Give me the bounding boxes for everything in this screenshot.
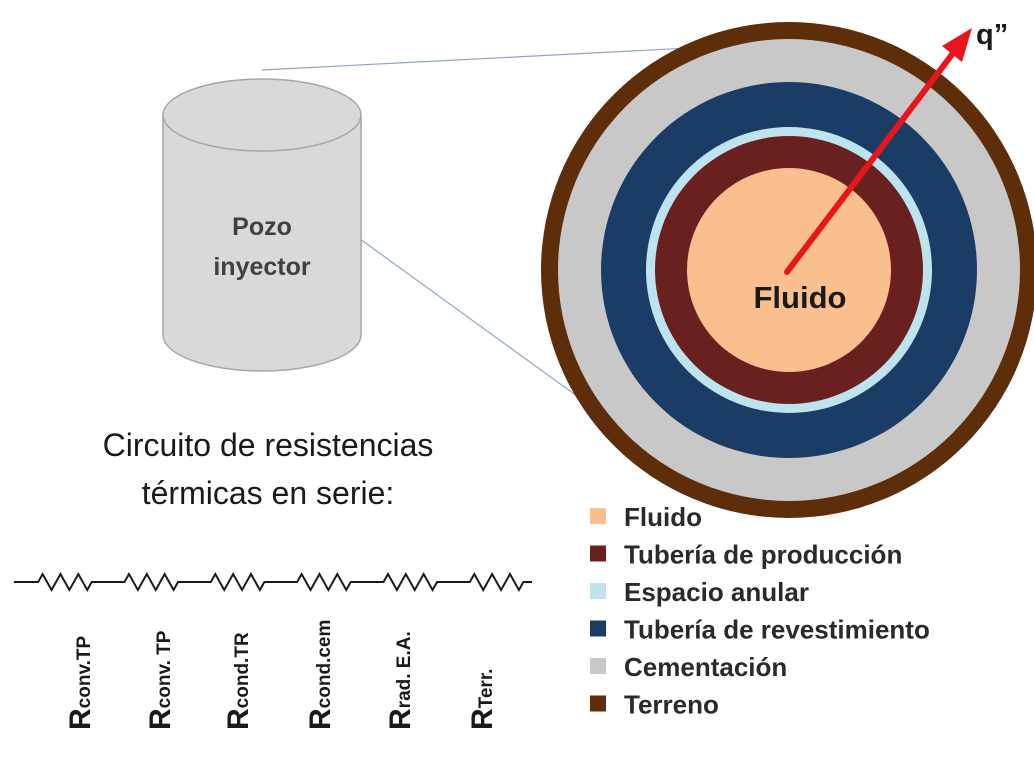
heat-flux-arrow: q” bbox=[784, 19, 1008, 275]
flux-label: q” bbox=[976, 19, 1008, 51]
circuit-title-line1: Circuito de resistencias bbox=[103, 427, 434, 463]
legend-swatch-5 bbox=[590, 658, 606, 674]
arrow-shaft bbox=[784, 41, 963, 275]
resistor-label-4: Rcond.cem bbox=[304, 620, 337, 730]
resistor-labels: Rconv.TP Rconv. TP Rcond.TR Rcond.cem Rrad. … bbox=[64, 620, 499, 730]
well-label-line2: inyector bbox=[213, 253, 311, 281]
legend-swatch-3 bbox=[590, 583, 606, 599]
legend-label-2: Tubería de producción bbox=[624, 540, 902, 570]
legend-label-5: Cementación bbox=[624, 652, 787, 682]
resistor-label-2: Rconv. TP bbox=[144, 630, 177, 730]
legend-label-4: Tubería de revestimiento bbox=[624, 615, 930, 645]
connector-line-top bbox=[261, 44, 749, 71]
legend-swatch-6 bbox=[590, 695, 606, 712]
legend-swatch-1 bbox=[590, 508, 606, 524]
cylinder-body bbox=[162, 114, 362, 372]
arrow-head bbox=[942, 28, 972, 62]
injection-well-cylinder: Pozo inyector bbox=[162, 78, 362, 372]
legend-label-1: Fluido bbox=[624, 502, 702, 532]
legend-swatch-2 bbox=[590, 545, 606, 562]
well-label-line1: Pozo bbox=[232, 213, 292, 241]
resistor-label-3: Rcond.TR bbox=[222, 632, 255, 730]
resistor-label-6: RTerr. bbox=[466, 669, 499, 730]
legend-label-3: Espacio anular bbox=[624, 577, 809, 607]
fluido-center-label: Fluido bbox=[754, 280, 847, 315]
legend-swatch-4 bbox=[590, 620, 606, 637]
resistor-label-1: Rconv.TP bbox=[64, 636, 97, 730]
cylinder-top bbox=[162, 78, 362, 152]
resistor-chain-wire bbox=[14, 571, 532, 593]
circuit-title-line2: térmicas en serie: bbox=[142, 475, 395, 511]
resistor-label-5: Rrad. E.A. bbox=[384, 631, 417, 730]
legend-label-6: Terreno bbox=[624, 690, 719, 720]
